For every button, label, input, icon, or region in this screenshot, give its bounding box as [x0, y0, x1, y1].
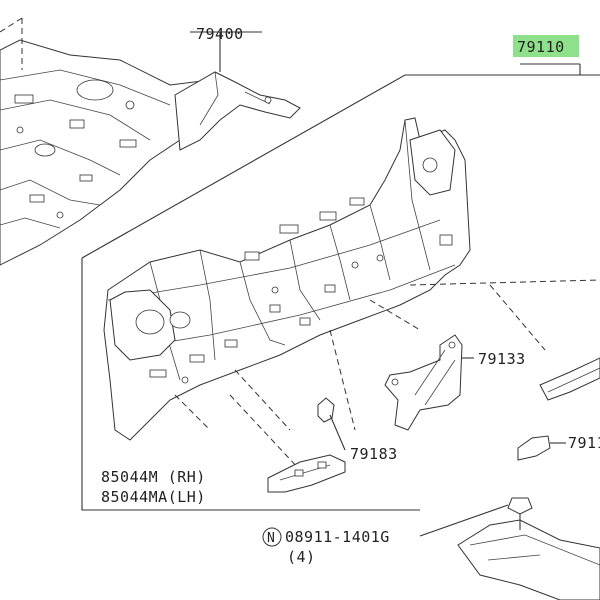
nut-symbol-circle [262, 527, 282, 547]
rear-floor-panel [0, 39, 301, 266]
lower-rail [419, 497, 600, 600]
label-79110-highlight [513, 35, 579, 57]
side-rail-right [539, 357, 600, 401]
part-79133-bracket [384, 334, 474, 431]
rear-panel [103, 117, 471, 441]
assembly-frame [81, 74, 600, 259]
label-qty: (4) [287, 548, 316, 566]
nut-symbol-letter: N [267, 531, 275, 546]
label-7911x: 7911 [568, 434, 600, 452]
part-7911x [517, 435, 566, 461]
label-79110: 79110 [517, 38, 565, 56]
label-79133: 79133 [478, 350, 526, 368]
part-79183-clip [317, 397, 346, 451]
label-79400: 79400 [196, 25, 244, 43]
label-08911: 08911-1401G [285, 528, 390, 546]
label-79183: 79183 [350, 445, 398, 463]
part-85044m-bracket [267, 454, 346, 493]
label-85044m: 85044M (RH) [101, 468, 206, 486]
label-85044ma: 85044MA(LH) [101, 488, 206, 506]
